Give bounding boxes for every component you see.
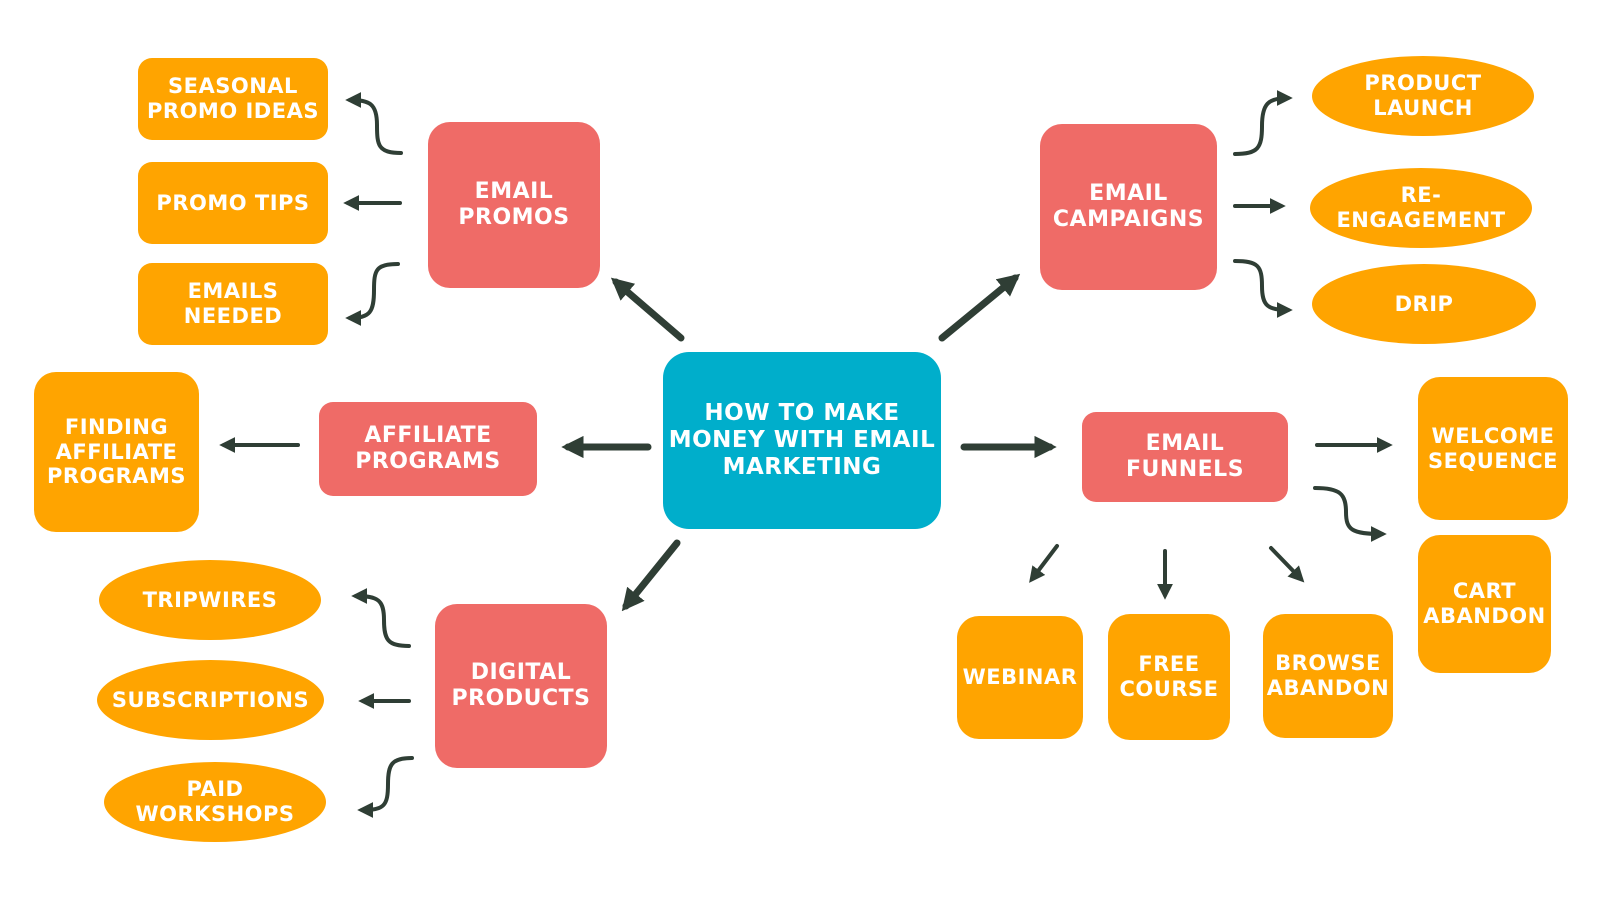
branch-email-funnels: EMAIL FUNNELS bbox=[1082, 412, 1288, 502]
leaf-product-launch: PRODUCT LAUNCH bbox=[1312, 56, 1534, 136]
leaf-seasonal-promo-ideas: SEASONAL PROMO IDEAS bbox=[138, 58, 328, 140]
arrow-campaigns-to-drip bbox=[1233, 259, 1293, 318]
arrow-funnels-to-webinar bbox=[1029, 544, 1059, 583]
leaf-re-engagement: RE-ENGAGEMENT bbox=[1310, 168, 1532, 248]
leaf-emails-needed: EMAILS NEEDED bbox=[138, 263, 328, 345]
leaf-free-course: FREE COURSE bbox=[1108, 614, 1230, 740]
leaf-cart-abandon: CART ABANDON bbox=[1418, 535, 1551, 673]
arrow-campaigns-to-launch bbox=[1233, 90, 1293, 156]
arrow-funnels-to-browse bbox=[1269, 546, 1305, 583]
leaf-browse-abandon: BROWSE ABANDON bbox=[1263, 614, 1393, 738]
arrow-digital-to-paid bbox=[357, 756, 414, 818]
branch-email-campaigns: EMAIL CAMPAIGNS bbox=[1040, 124, 1217, 290]
arrow-promos-to-seasonal bbox=[345, 92, 403, 155]
arrow-promos-to-needed bbox=[345, 262, 400, 326]
leaf-tripwires: TRIPWIRES bbox=[99, 560, 321, 640]
arrow-center-to-email-promos bbox=[610, 277, 685, 342]
arrow-center-to-digital bbox=[621, 539, 681, 612]
center-node: HOW TO MAKE MONEY WITH EMAIL MARKETING bbox=[663, 352, 941, 529]
arrow-center-to-email-campaigns bbox=[938, 273, 1021, 342]
leaf-welcome-sequence: WELCOME SEQUENCE bbox=[1418, 377, 1568, 520]
arrow-funnels-to-cart bbox=[1313, 486, 1387, 542]
branch-digital-products: DIGITAL PRODUCTS bbox=[435, 604, 607, 768]
leaf-webinar: WEBINAR bbox=[957, 616, 1083, 739]
branch-email-promos: EMAIL PROMOS bbox=[428, 122, 600, 288]
arrow-digital-to-tripwires bbox=[351, 588, 411, 648]
leaf-subscriptions: SUBSCRIPTIONS bbox=[97, 660, 324, 740]
leaf-drip: DRIP bbox=[1312, 264, 1536, 344]
leaf-promo-tips: PROMO TIPS bbox=[138, 162, 328, 244]
branch-affiliate-programs: AFFILIATE PROGRAMS bbox=[319, 402, 537, 496]
leaf-finding-affiliate-programs: FINDING AFFILIATE PROGRAMS bbox=[34, 372, 199, 532]
leaf-paid-workshops: PAID WORKSHOPS bbox=[104, 762, 326, 842]
